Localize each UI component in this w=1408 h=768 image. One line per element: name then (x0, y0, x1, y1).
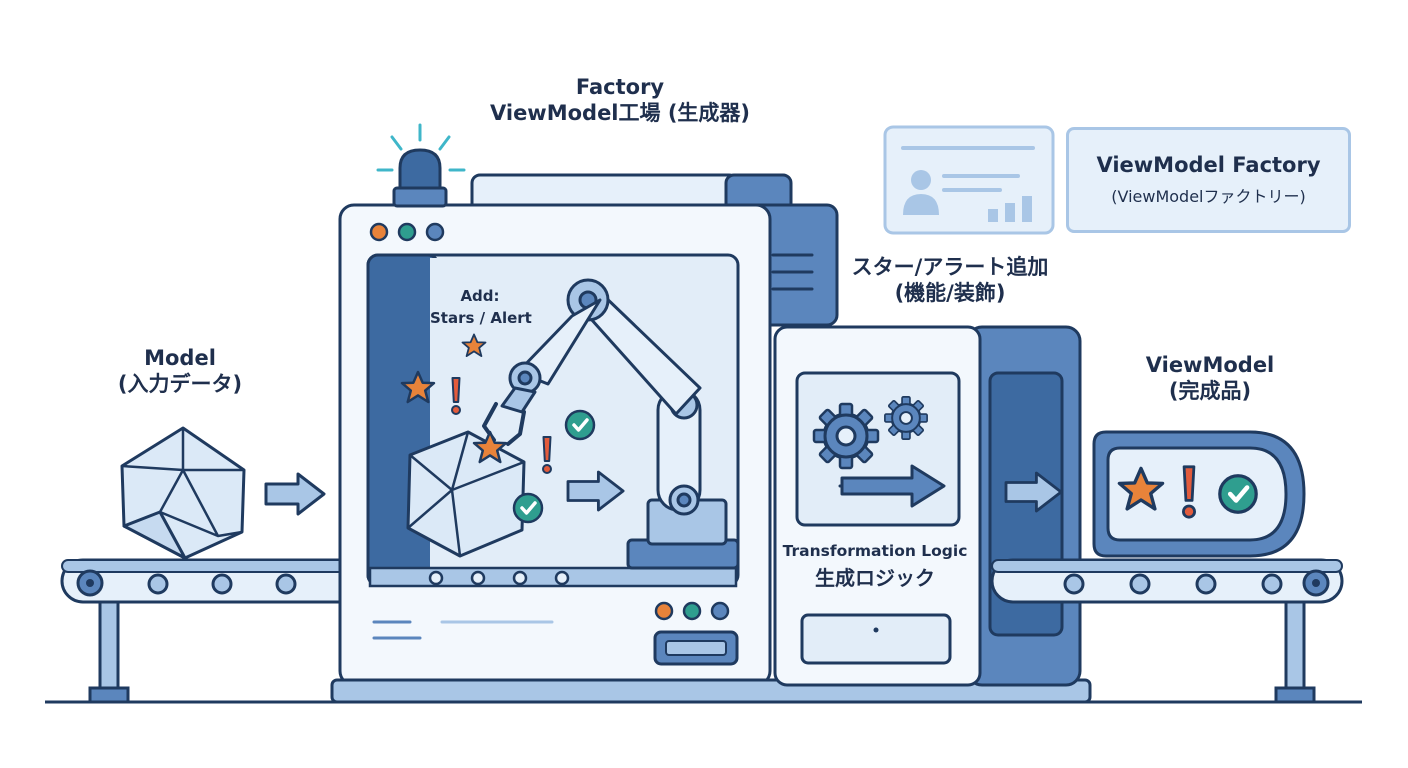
check-icon (564, 409, 596, 441)
logic-ja: 生成ロジック (815, 566, 935, 591)
add-feature-title: スター/アラート追加 (851, 255, 1049, 279)
model-subtitle: (入力データ) (117, 372, 243, 397)
arrow-right-icon (264, 472, 326, 516)
add-feature-subtitle: (機能/装飾) (894, 281, 1006, 306)
left-conveyor (60, 558, 364, 704)
logic-en: Transformation Logic (782, 542, 968, 560)
check-icon (512, 492, 544, 524)
factory-title: Factory (575, 75, 665, 99)
viewmodel-title: ViewModel (1145, 353, 1275, 377)
factory-subtitle: ViewModel工場 (生成器) (489, 101, 751, 126)
viewmodel-factory-card: ViewModel Factory (ViewModelファクトリー) (1066, 127, 1351, 233)
beacon-icon (376, 123, 466, 208)
robot-arm (482, 278, 740, 570)
viewmodel-subtitle: (完成品) (1168, 379, 1252, 404)
logic-label: Transformation Logic 生成ロジック (772, 540, 978, 593)
viewmodel-product (1092, 430, 1306, 558)
model-label: Model (入力データ) (80, 345, 280, 398)
vmf-card-subtitle: (ViewModelファクトリー) (1111, 187, 1306, 206)
transformation-machine (773, 325, 1082, 687)
model-title: Model (144, 346, 216, 370)
profile-card (883, 125, 1055, 235)
model-polyhedron-icon (120, 426, 246, 560)
package-cube-icon (406, 430, 526, 558)
add-line-2: Stars / Alert (430, 308, 532, 327)
add-feature-label: スター/アラート追加 (機能/装飾) (820, 254, 1080, 307)
vmf-card-title: ViewModel Factory (1096, 153, 1321, 177)
alert-icon (1182, 465, 1196, 519)
factory-label: Factory ViewModel工場 (生成器) (470, 74, 770, 127)
add-stars-label: Add: Stars / Alert (430, 286, 532, 330)
bar-chart-icon (988, 196, 1032, 222)
person-icon (903, 170, 939, 215)
check-icon (1220, 476, 1256, 512)
viewmodel-label: ViewModel (完成品) (1110, 352, 1310, 405)
gear-icon (883, 395, 929, 441)
arrow-right-icon (838, 464, 946, 508)
add-line-1: Add: (460, 287, 500, 305)
right-conveyor (990, 558, 1344, 704)
gear-icon (812, 402, 880, 470)
alert-icon (451, 377, 461, 415)
alert-icon (542, 436, 552, 474)
